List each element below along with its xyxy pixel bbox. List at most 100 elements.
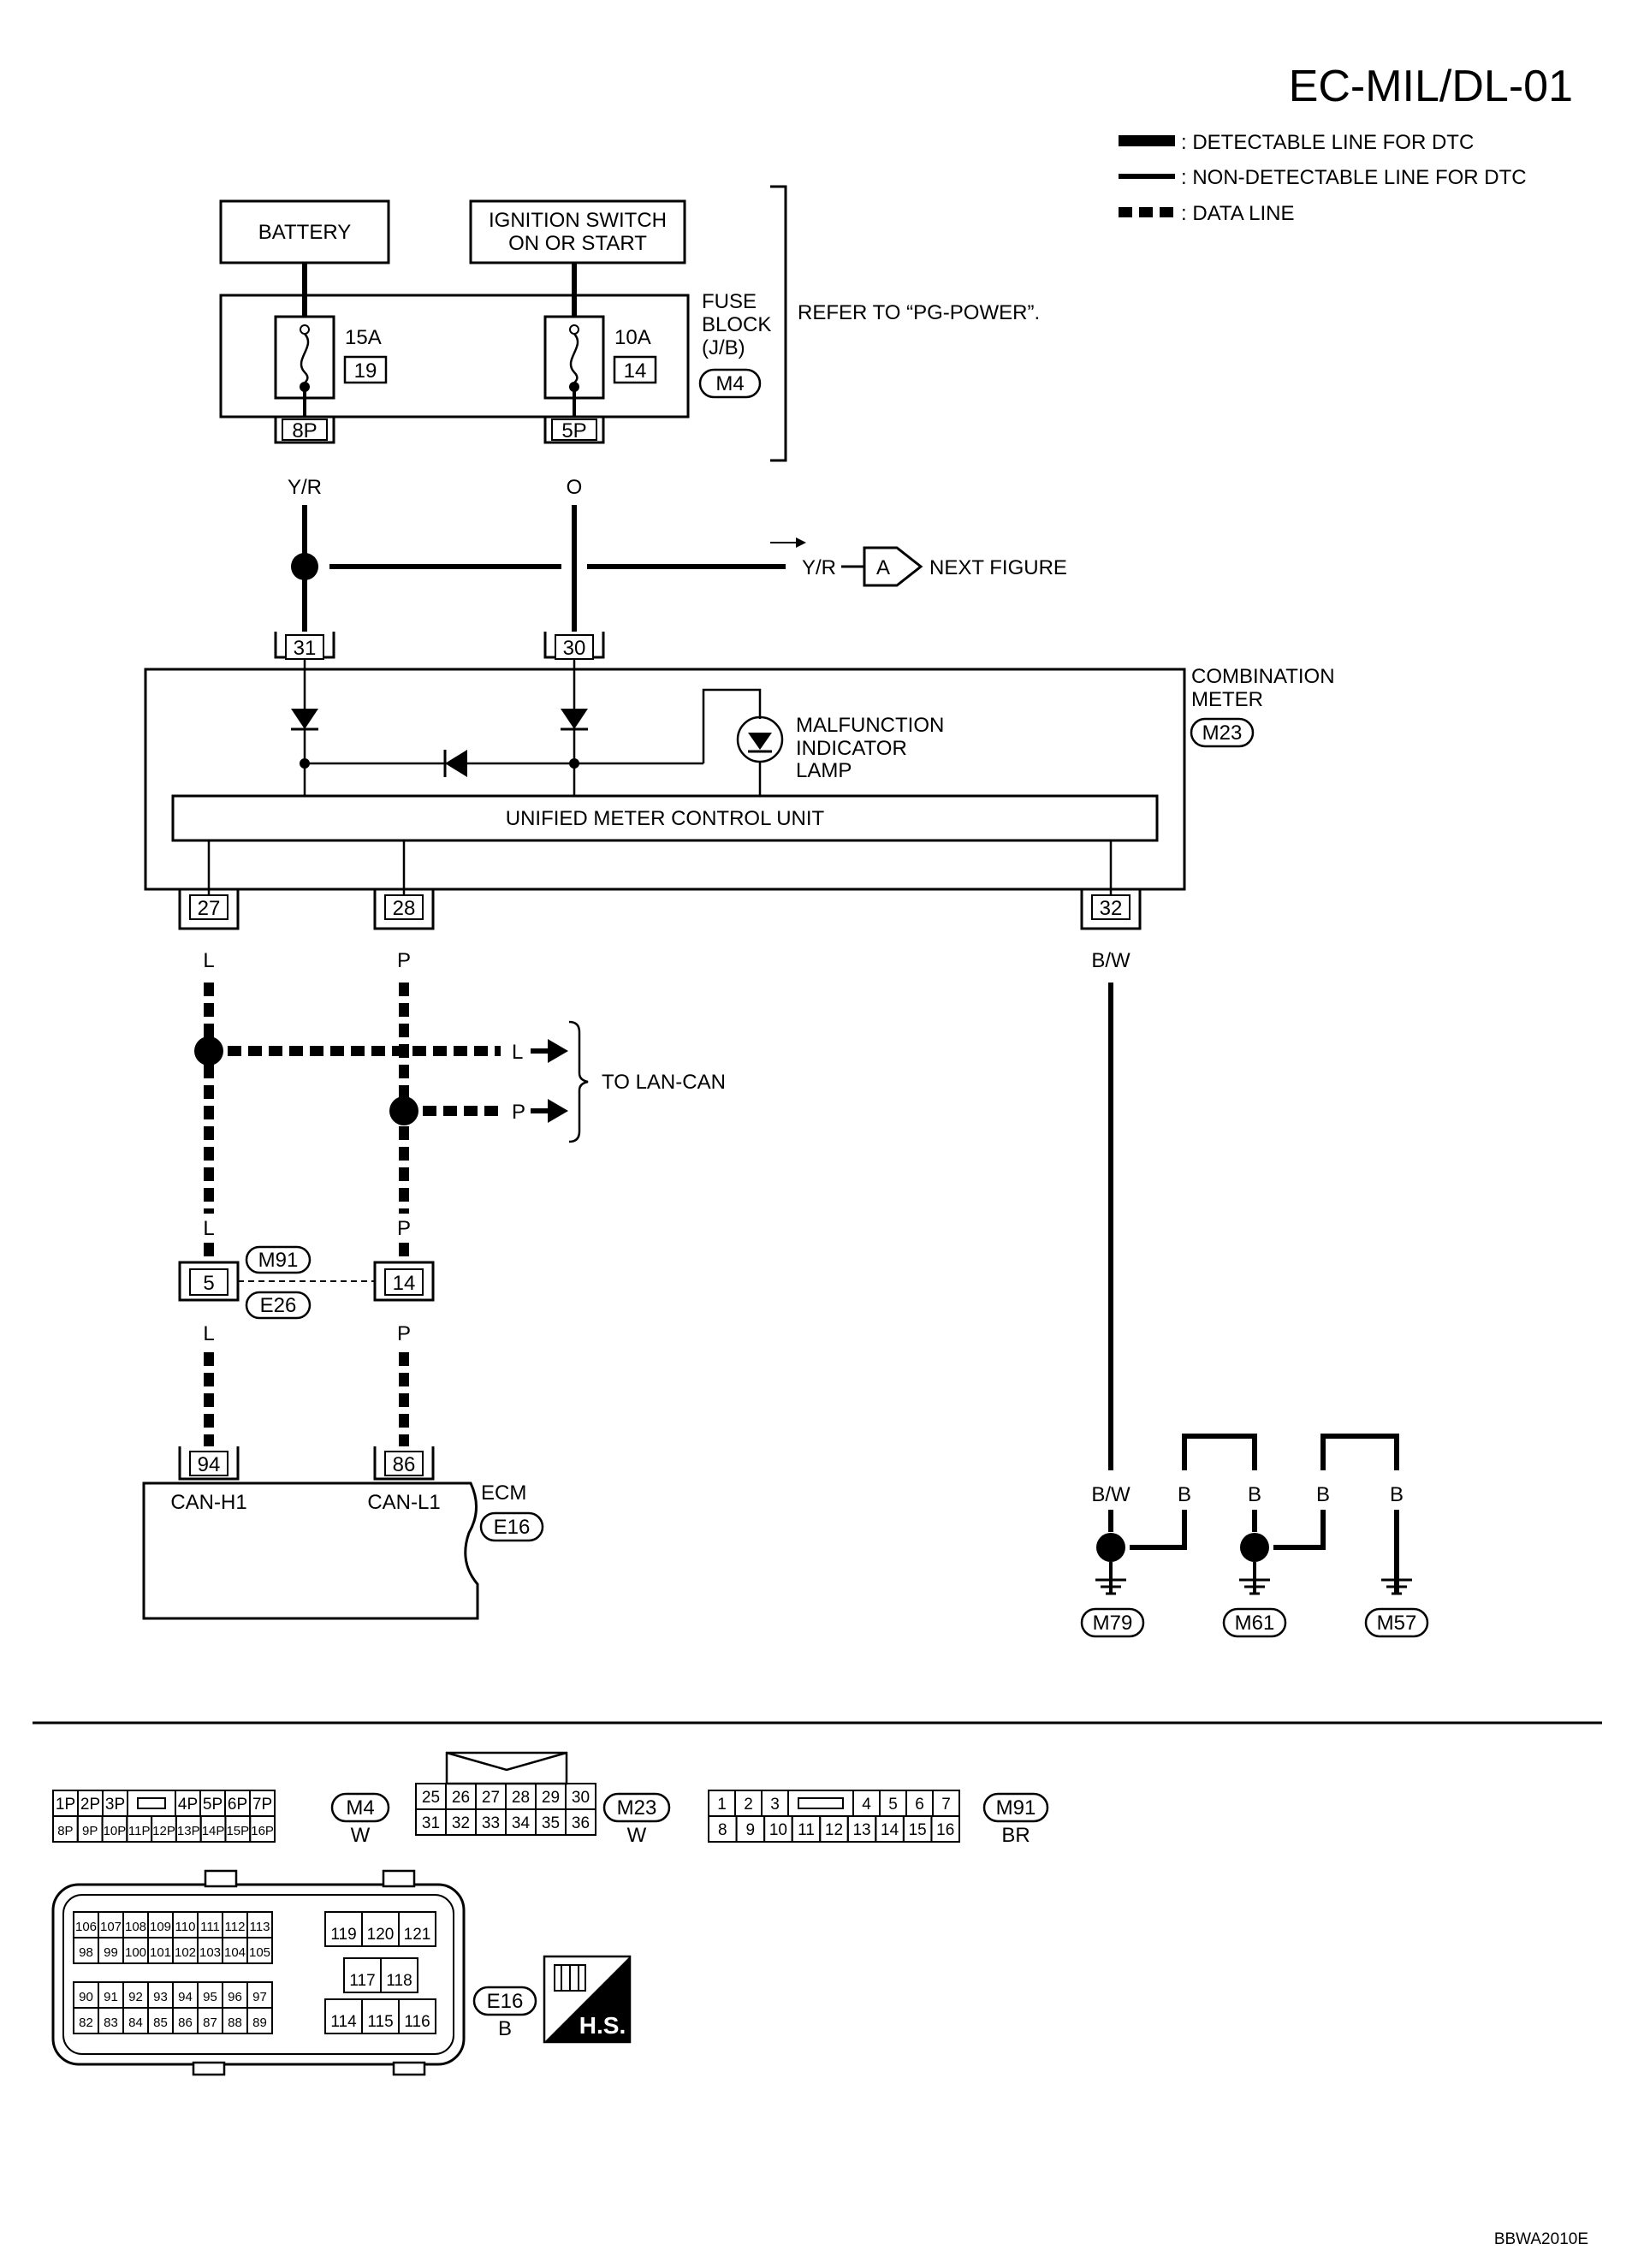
next-figure-marker — [863, 546, 923, 587]
legend-non-detectable: : NON-DETECTABLE LINE FOR DTC — [1181, 166, 1527, 189]
pin-27: 27 — [198, 897, 221, 920]
connector-e16-pin-label: 87 — [203, 2016, 217, 2030]
wire-b-2: B — [1248, 1483, 1261, 1506]
combination-meter-label-1: COMBINATION — [1191, 665, 1335, 688]
connector-m91-pin-label: 13 — [852, 1821, 870, 1839]
connector-m23-pin-label: 32 — [452, 1814, 470, 1832]
connector-m91-pin-label: 15 — [909, 1821, 927, 1839]
connector-e16-pin-cell — [380, 1957, 418, 1993]
splice-yr — [291, 553, 318, 580]
combination-meter: 31 30 COMBINATION METER M23 MALFUNCTION … — [144, 632, 1335, 930]
connector-e16-pin-label: 106 — [75, 1920, 97, 1934]
connector-m91-pin-label: 9 — [746, 1821, 756, 1839]
wire-p-label-bottom: P — [397, 1322, 411, 1345]
connector-m23-pin-label: 25 — [422, 1789, 440, 1807]
pin-31: 31 — [294, 637, 317, 660]
combination-meter-label-2: METER — [1191, 688, 1263, 711]
connector-m4-pin-label: 6P — [228, 1796, 247, 1814]
diode-cross — [445, 750, 467, 777]
connector-e16-pin-label: 110 — [175, 1920, 196, 1934]
connector-e16-pin-label: 86 — [178, 2016, 193, 2030]
connector-m23-pin-cell — [565, 1808, 596, 1836]
ecm-pin-86: 86 — [393, 1453, 416, 1476]
connector-m23-pin-label: 29 — [542, 1789, 560, 1807]
connector-e16-pin-label: 96 — [228, 1990, 242, 2004]
wire-b-4: B — [1390, 1483, 1404, 1506]
connector-e16-pin-label: 88 — [228, 2016, 242, 2030]
connector-e16-pin-label: 113 — [250, 1920, 270, 1934]
connector-e16-pin-label: 101 — [150, 1945, 171, 1960]
connector-m91-pin-label: 4 — [862, 1796, 871, 1814]
ground-symbol-m61: M61 — [1222, 1578, 1287, 1638]
wire-b-1: B — [1178, 1483, 1191, 1506]
connector-m4-pin-label: 4P — [178, 1796, 198, 1814]
ground-m57: M57 — [1377, 1612, 1417, 1635]
wire-b-3: B — [1316, 1483, 1330, 1506]
connector-e16-pin-label: 93 — [153, 1990, 168, 2004]
joint-pin-5: 5 — [203, 1272, 214, 1295]
wire-bw-label-top: B/W — [1091, 949, 1131, 972]
connector-m4-pin-label: 7P — [252, 1796, 272, 1814]
connector-m4-key-cell — [127, 1790, 176, 1817]
next-figure-wire: Y/R — [802, 556, 836, 579]
ground-m61: M61 — [1235, 1612, 1275, 1635]
connector-m4-pin-label: 12P — [152, 1824, 175, 1838]
fuse-block-label-1: FUSE — [702, 290, 757, 313]
connector-e16-pin-label: 109 — [150, 1920, 171, 1934]
connector-e16-pin-label: 102 — [175, 1945, 196, 1960]
ecm-can-l1: CAN-L1 — [367, 1491, 440, 1514]
connector-e16-pin-label: 94 — [178, 1990, 193, 2004]
ground-symbol-m79: M79 — [1080, 1578, 1145, 1638]
ecm-can-h1: CAN-H1 — [170, 1491, 246, 1514]
connector-e16-pin-label: 121 — [404, 1926, 431, 1944]
fuse-block-label-3: (J/B) — [702, 336, 745, 359]
mil-label-3: LAMP — [796, 759, 852, 782]
connector-m91-pin-label: 6 — [915, 1796, 924, 1814]
connector-e16-color: B — [498, 2017, 512, 2040]
connector-e16-pin-label: 99 — [104, 1945, 118, 1960]
fuse-10a-number: 14 — [624, 359, 647, 383]
connector-e16-pin-label: 89 — [252, 2016, 267, 2030]
connector-e16-pin-label: 95 — [203, 1990, 217, 2004]
ground-splice-1 — [1096, 1533, 1125, 1562]
connector-m91-pin-label: 14 — [881, 1821, 899, 1839]
connector-e16-pin-label: 119 — [330, 1926, 356, 1944]
connector-e16-pin-label: 104 — [224, 1945, 246, 1960]
ecm-label: ECM — [481, 1481, 526, 1505]
connector-m4-pin-label: 5P — [203, 1796, 223, 1814]
connector-e16-pin-cell — [398, 1911, 436, 1947]
splice-l — [194, 1036, 223, 1066]
connector-e16-pin-label: 97 — [252, 1990, 267, 2004]
wire-l-label-top: L — [203, 949, 214, 972]
connector-e16-pin-label: 90 — [79, 1990, 93, 2004]
pin-32: 32 — [1100, 897, 1123, 920]
connector-e16-pin-cell — [398, 1998, 436, 2034]
connector-m91-id: M91 — [996, 1796, 1036, 1820]
connector-e16-pin-label: 111 — [200, 1920, 220, 1934]
connector-m91-pin-label: 2 — [744, 1796, 753, 1814]
connector-e16-pin-cell — [246, 1937, 273, 1964]
wire-p-label-mid: P — [397, 1217, 411, 1240]
diagram-title: EC-MIL/DL-01 — [1289, 62, 1573, 111]
connector-m91-pin-label: 8 — [718, 1821, 727, 1839]
connector-e16-pin-label: 107 — [100, 1920, 122, 1934]
wire-yr-label: Y/R — [288, 476, 322, 499]
fuse-block: 15A 19 10A 14 8P 5P FUSE BLOCK (J/B) M4 … — [219, 185, 1040, 462]
mil-label-2: INDICATOR — [796, 737, 907, 760]
connector-m4-pin-label: 2P — [80, 1796, 100, 1814]
unified-meter-control-unit — [171, 794, 1159, 842]
lan-l-label: L — [512, 1041, 523, 1064]
connector-m91-pin-label: 5 — [888, 1796, 898, 1814]
connector-m4-color: W — [351, 1824, 371, 1847]
connector-e16-pin-label: 92 — [128, 1990, 143, 2004]
ecm: 94 86 CAN-H1 CAN-L1 ECM E16 — [142, 1446, 544, 1620]
connector-m4-pin-label: 3P — [105, 1796, 125, 1814]
connector-m4-pin-cell — [249, 1815, 276, 1843]
ecm-connector: E16 — [494, 1516, 531, 1539]
connector-e16-id: E16 — [487, 1990, 524, 2013]
joint-connector: 5 14 M91 E26 — [178, 1245, 435, 1320]
connector-m23-pin-label: 27 — [482, 1789, 500, 1807]
to-lan-can: TO LAN-CAN — [602, 1071, 726, 1094]
